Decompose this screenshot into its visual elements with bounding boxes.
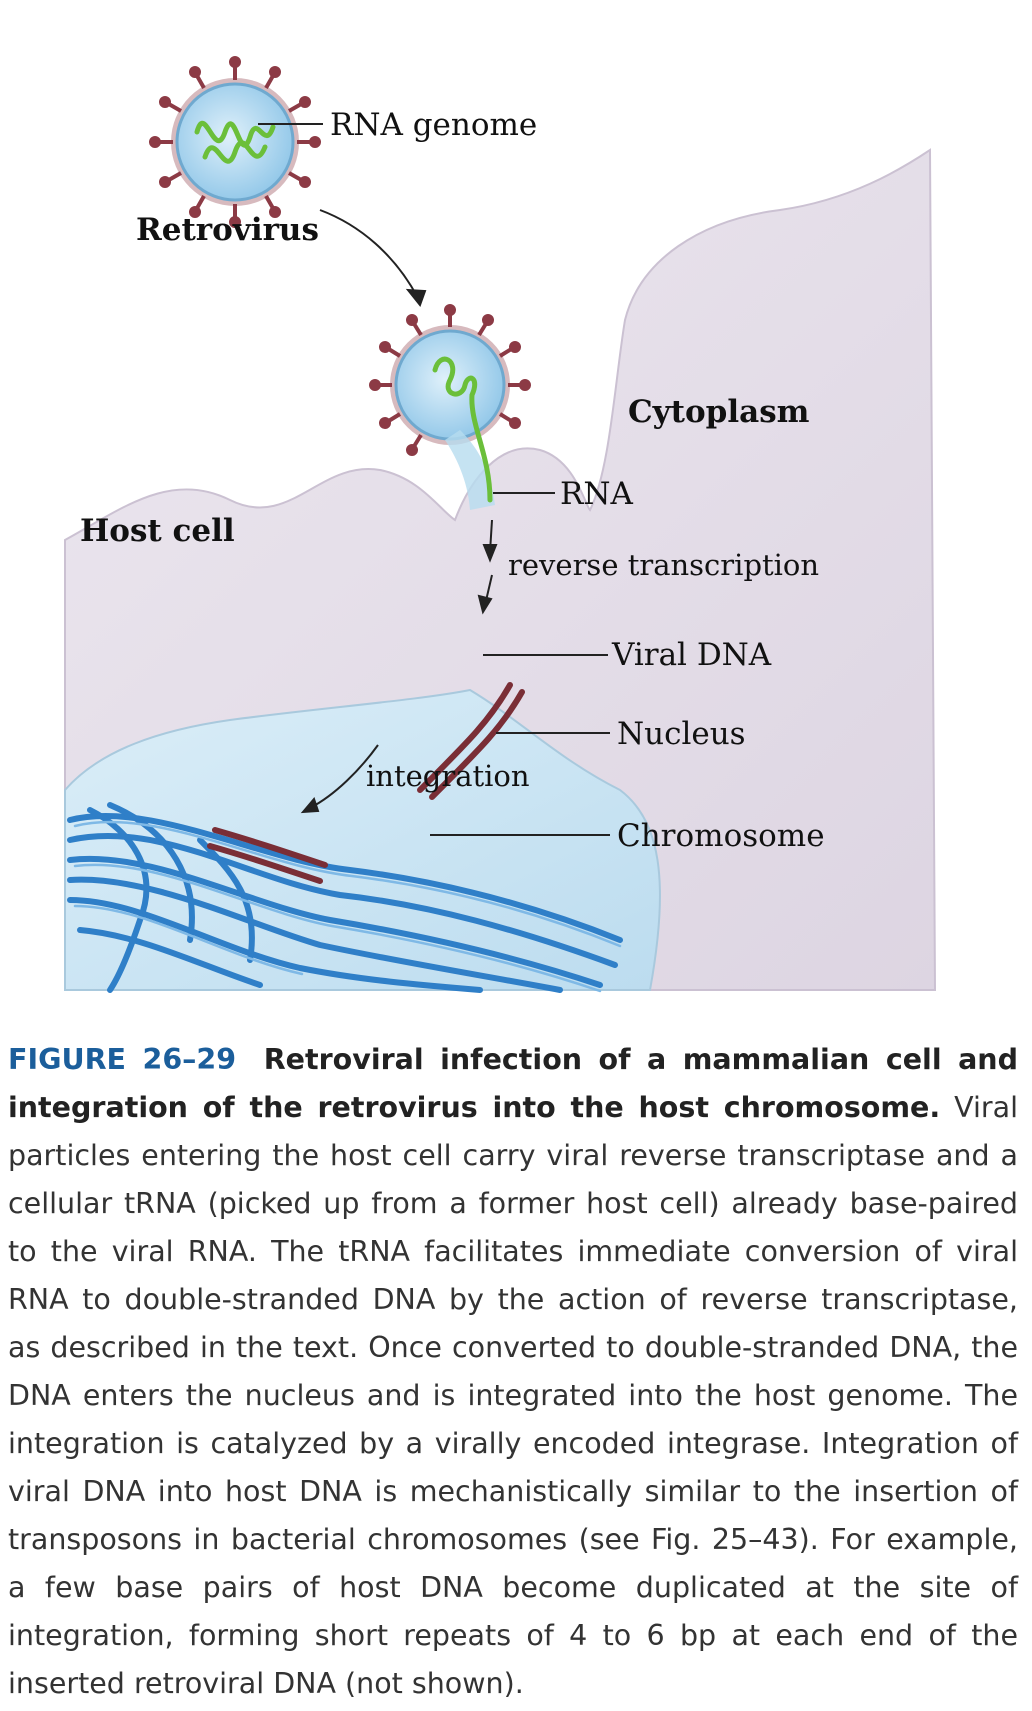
figure-title: Retroviral infection of a mammalian cell… xyxy=(8,1043,1018,1124)
label-retrovirus: Retrovirus xyxy=(136,212,319,248)
arrows xyxy=(300,209,498,814)
label-rna-genome: RNA genome xyxy=(330,107,537,143)
chromosome-highlights xyxy=(73,820,622,993)
label-reverse-transcription: reverse transcription xyxy=(508,548,819,582)
label-cytoplasm: Cytoplasm xyxy=(628,394,810,430)
label-integration: integration xyxy=(366,759,530,793)
label-nucleus: Nucleus xyxy=(617,716,746,752)
label-chromosome: Chromosome xyxy=(617,818,825,854)
retrovirus-entering xyxy=(369,304,531,510)
label-rna: RNA xyxy=(560,476,633,512)
viral-dna xyxy=(417,682,525,800)
retroviral-infection-diagram: RNA genome Retrovirus Cytoplasm RNA Host… xyxy=(64,56,937,993)
nucleus xyxy=(64,688,661,991)
chromosome xyxy=(67,802,623,993)
integration-arrow xyxy=(309,744,379,809)
figure-number: FIGURE 26–29 xyxy=(8,1043,237,1076)
viral-rna xyxy=(432,356,493,503)
rna-genome xyxy=(194,121,276,164)
figure-caption: FIGURE 26–29 Retroviral infection of a m… xyxy=(8,1036,1018,1708)
retrovirus-free xyxy=(149,56,321,228)
entry-arrow xyxy=(319,209,419,299)
integrated-viral-dna xyxy=(207,827,328,884)
figure-caption-body: Viral particles entering the host cell c… xyxy=(8,1091,1019,1700)
leader-lines xyxy=(258,123,610,836)
label-host-cell: Host cell xyxy=(80,513,235,549)
label-viral-dna: Viral DNA xyxy=(611,637,772,673)
